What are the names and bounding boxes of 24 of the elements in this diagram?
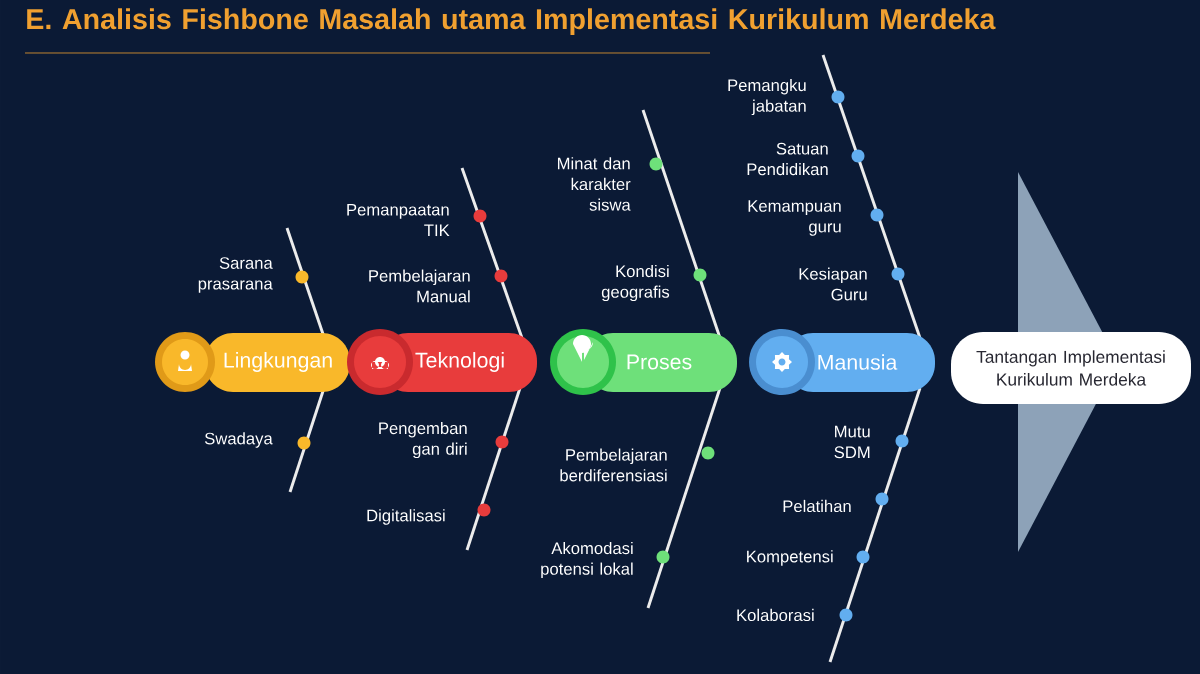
cause-label: Kompetensi	[747, 550, 833, 566]
title: E. Analisis Fishbone Masalah utama Implementasi Kurikulum Merdeka	[27, 8, 996, 35]
result-box: Tantangan Implementasi Kurikulum Merdeka	[951, 332, 1191, 404]
cause-label: Pembelajaran berdiferensiasi	[560, 448, 667, 482]
cause-label: Akomodasi potensi lokal	[541, 541, 633, 579]
cause-label: Kondisi geografis	[601, 264, 670, 302]
cause-label: Mutu SDM	[834, 425, 870, 459]
category-pill: Manusia	[749, 329, 935, 395]
cause-label: Kemampuan guru	[748, 200, 841, 236]
cause-label: Pemanpaatan TIK	[347, 203, 450, 237]
cause-label: Kolaborasi	[737, 608, 814, 622]
category-pill: Teknologi	[347, 329, 537, 395]
cause-label: Pemangku jabatan	[728, 78, 806, 116]
cause-label: Sarana prasarana	[198, 257, 273, 293]
category-pill: Proses	[550, 329, 737, 395]
cause-label: Swadaya	[204, 432, 273, 448]
cause-label: Kesiapan Guru	[799, 267, 867, 301]
cause-label: Digitalisasi	[367, 509, 445, 525]
cause-label: Pelatihan	[783, 499, 851, 513]
cause-label: Pembelajaran Manual	[369, 269, 470, 303]
cause-label: Pengemban gan diri	[379, 421, 467, 459]
category-pill: Lingkungan	[155, 332, 350, 392]
cause-label: Minat dan karakter siswa	[558, 157, 631, 211]
cause-label: Satuan Pendidikan	[747, 142, 828, 176]
